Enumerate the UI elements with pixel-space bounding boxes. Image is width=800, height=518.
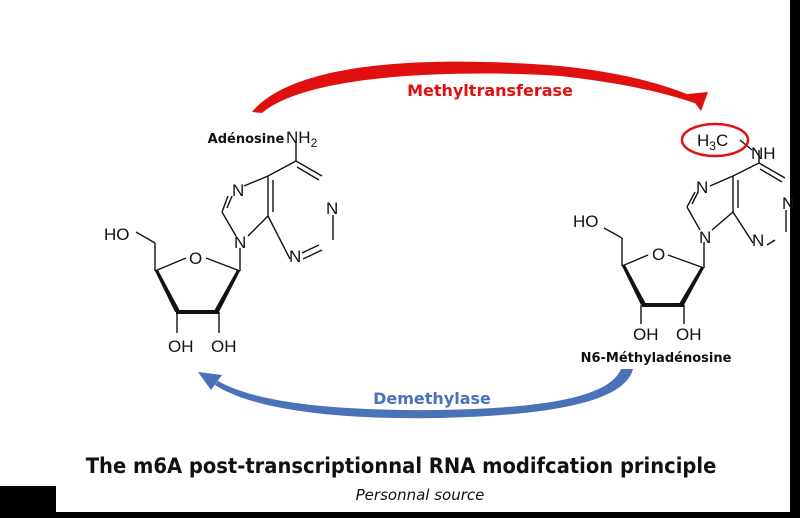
atom-n9: N xyxy=(234,233,246,252)
atom-n3: N xyxy=(289,247,301,266)
atom-n3: N xyxy=(752,231,764,250)
methyl-highlight-circle xyxy=(680,122,750,158)
atom-ring-o: O xyxy=(189,249,202,268)
atom-oh3: OH xyxy=(168,337,194,356)
adenosine-molecule xyxy=(135,142,334,333)
n6-methyladenosine-molecule xyxy=(603,139,787,324)
diagram-title: The m6A post-transcriptionnal RNA modifc… xyxy=(85,454,717,478)
atom-amine: NH xyxy=(751,144,776,163)
adenosine-label: Adénosine xyxy=(208,132,285,147)
demethylase-arrowhead xyxy=(198,372,222,390)
atom-n1: N xyxy=(326,199,338,218)
atom-ho5: HO xyxy=(104,225,130,244)
footer-panel xyxy=(56,486,790,512)
methyltransferase-arrow-body xyxy=(252,61,700,113)
atom-n1: N xyxy=(782,194,794,213)
atom-ring-o: O xyxy=(652,245,665,264)
atom-amine: NH2 xyxy=(286,128,318,150)
diagram-canvas xyxy=(0,0,790,486)
n6-methyladenosine-atoms: H3C NH HO O OH OH N N N N xyxy=(573,131,794,344)
atom-oh2: OH xyxy=(211,337,237,356)
demethylase-arrow xyxy=(198,369,633,419)
atom-n7: N xyxy=(232,181,244,200)
demethylase-arrow-body xyxy=(215,369,633,419)
atom-n7: N xyxy=(696,178,708,197)
atom-ho5: HO xyxy=(573,212,599,231)
atom-methyl: H3C xyxy=(697,131,728,153)
methyltransferase-arrowhead xyxy=(688,92,708,111)
source-caption: Personnal source xyxy=(355,486,485,504)
atom-oh3: OH xyxy=(633,325,659,344)
n6-methyladenosine-label: N6-Méthyladénosine xyxy=(581,351,732,366)
methyltransferase-arrow xyxy=(252,61,708,113)
adenosine-atoms: HO O OH OH N N N N NH2 xyxy=(104,128,338,356)
methyltransferase-label: Methyltransferase xyxy=(407,81,573,100)
atom-oh2: OH xyxy=(676,325,702,344)
atom-n9: N xyxy=(699,228,711,247)
demethylase-label: Demethylase xyxy=(373,389,491,408)
